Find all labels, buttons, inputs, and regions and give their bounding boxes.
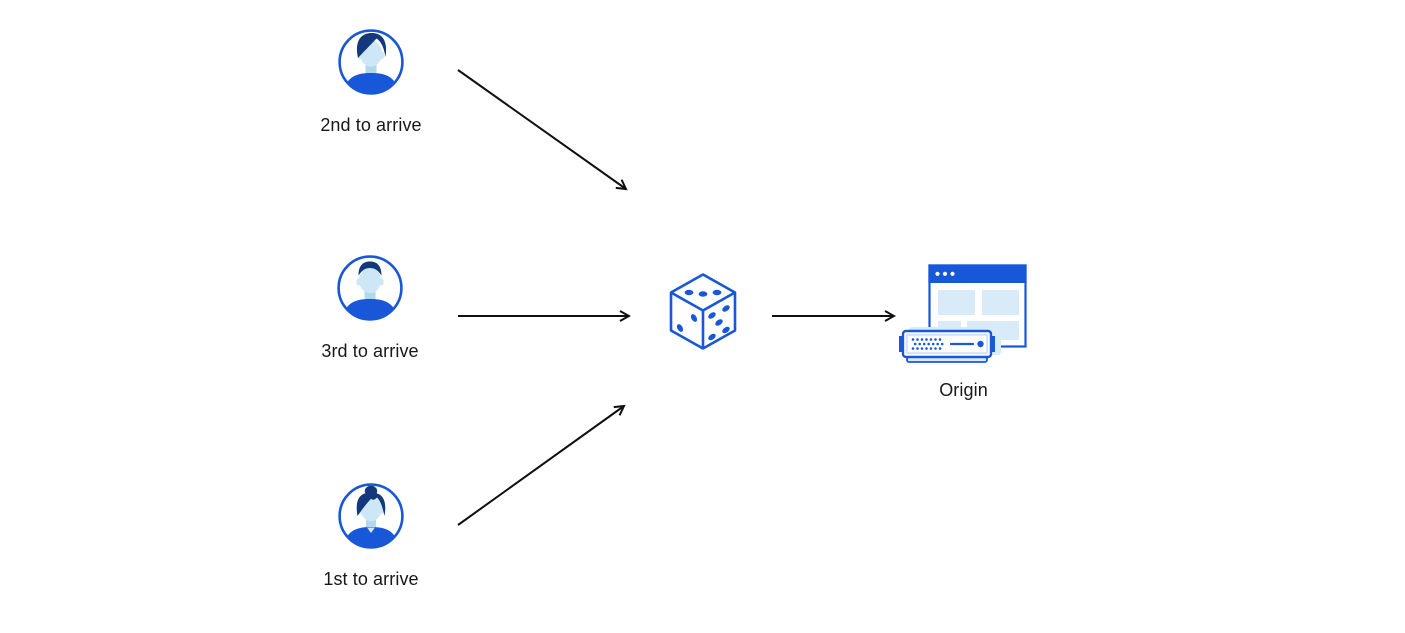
user-label: 3rd to arrive — [321, 341, 419, 361]
origin-node: Origin — [896, 260, 1031, 401]
user-node-1st: 1st to arrive — [286, 482, 456, 590]
arrow-user1st-to-dice — [457, 406, 624, 526]
user-node-3rd: 3rd to arrive — [285, 254, 455, 362]
user-label: 1st to arrive — [323, 569, 419, 589]
woman-bun-avatar-icon — [337, 482, 405, 550]
man-swept-hair-avatar-icon — [337, 28, 405, 96]
dice-node — [668, 272, 738, 351]
origin-label: Origin — [939, 380, 988, 400]
server-icon — [899, 327, 1001, 363]
dice-icon — [668, 272, 738, 351]
user-label: 2nd to arrive — [320, 115, 422, 135]
man-short-hair-avatar-icon — [336, 254, 404, 322]
user-node-2nd: 2nd to arrive — [286, 28, 456, 136]
origin-server-browser-icon — [896, 260, 1031, 368]
arrow-user2nd-to-dice — [457, 69, 626, 189]
